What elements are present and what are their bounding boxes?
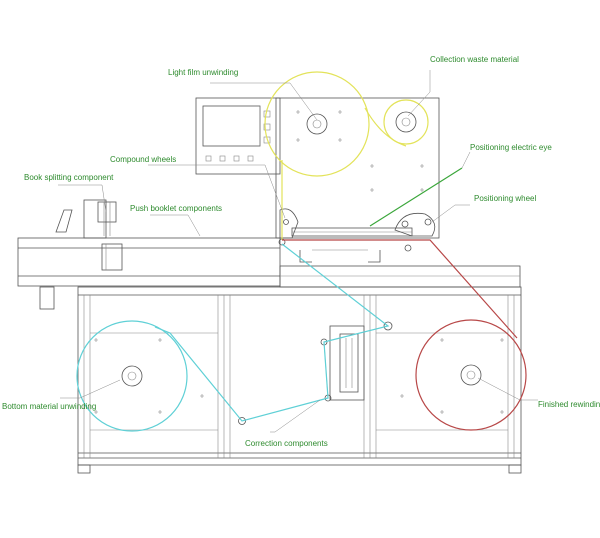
light-film-path: [264, 71, 429, 240]
bottom-material-web: [154, 243, 390, 422]
finished-path: [282, 239, 527, 431]
label-push-booklet-components: Push booklet components: [130, 204, 222, 213]
label-collection-waste-material: Collection waste material: [430, 55, 519, 64]
light-film-roll: [264, 71, 370, 177]
label-compound-wheels: Compound wheels: [110, 155, 176, 164]
label-bottom-material-unwinding: Bottom material unwinding: [2, 402, 96, 411]
bottom-material-roll: [76, 320, 188, 432]
eye-beam: [369, 167, 463, 227]
bottom-material-path: [76, 243, 390, 432]
machine-frame: [17, 97, 522, 474]
light-film-web: [364, 107, 407, 147]
waste-roll: [383, 99, 429, 145]
labels: Light film unwinding Collection waste ma…: [2, 55, 600, 448]
label-finished-rewinding: Finished rewinding: [538, 400, 600, 409]
label-positioning-electric-eye: Positioning electric eye: [470, 143, 552, 152]
label-light-film-unwinding: Light film unwinding: [168, 68, 238, 77]
label-correction-components: Correction components: [245, 439, 328, 448]
label-book-splitting-component: Book splitting component: [24, 173, 114, 182]
finished-web: [282, 239, 518, 339]
leader-lines: [58, 70, 538, 433]
label-positioning-wheel: Positioning wheel: [474, 194, 536, 203]
finished-roll: [415, 319, 527, 431]
